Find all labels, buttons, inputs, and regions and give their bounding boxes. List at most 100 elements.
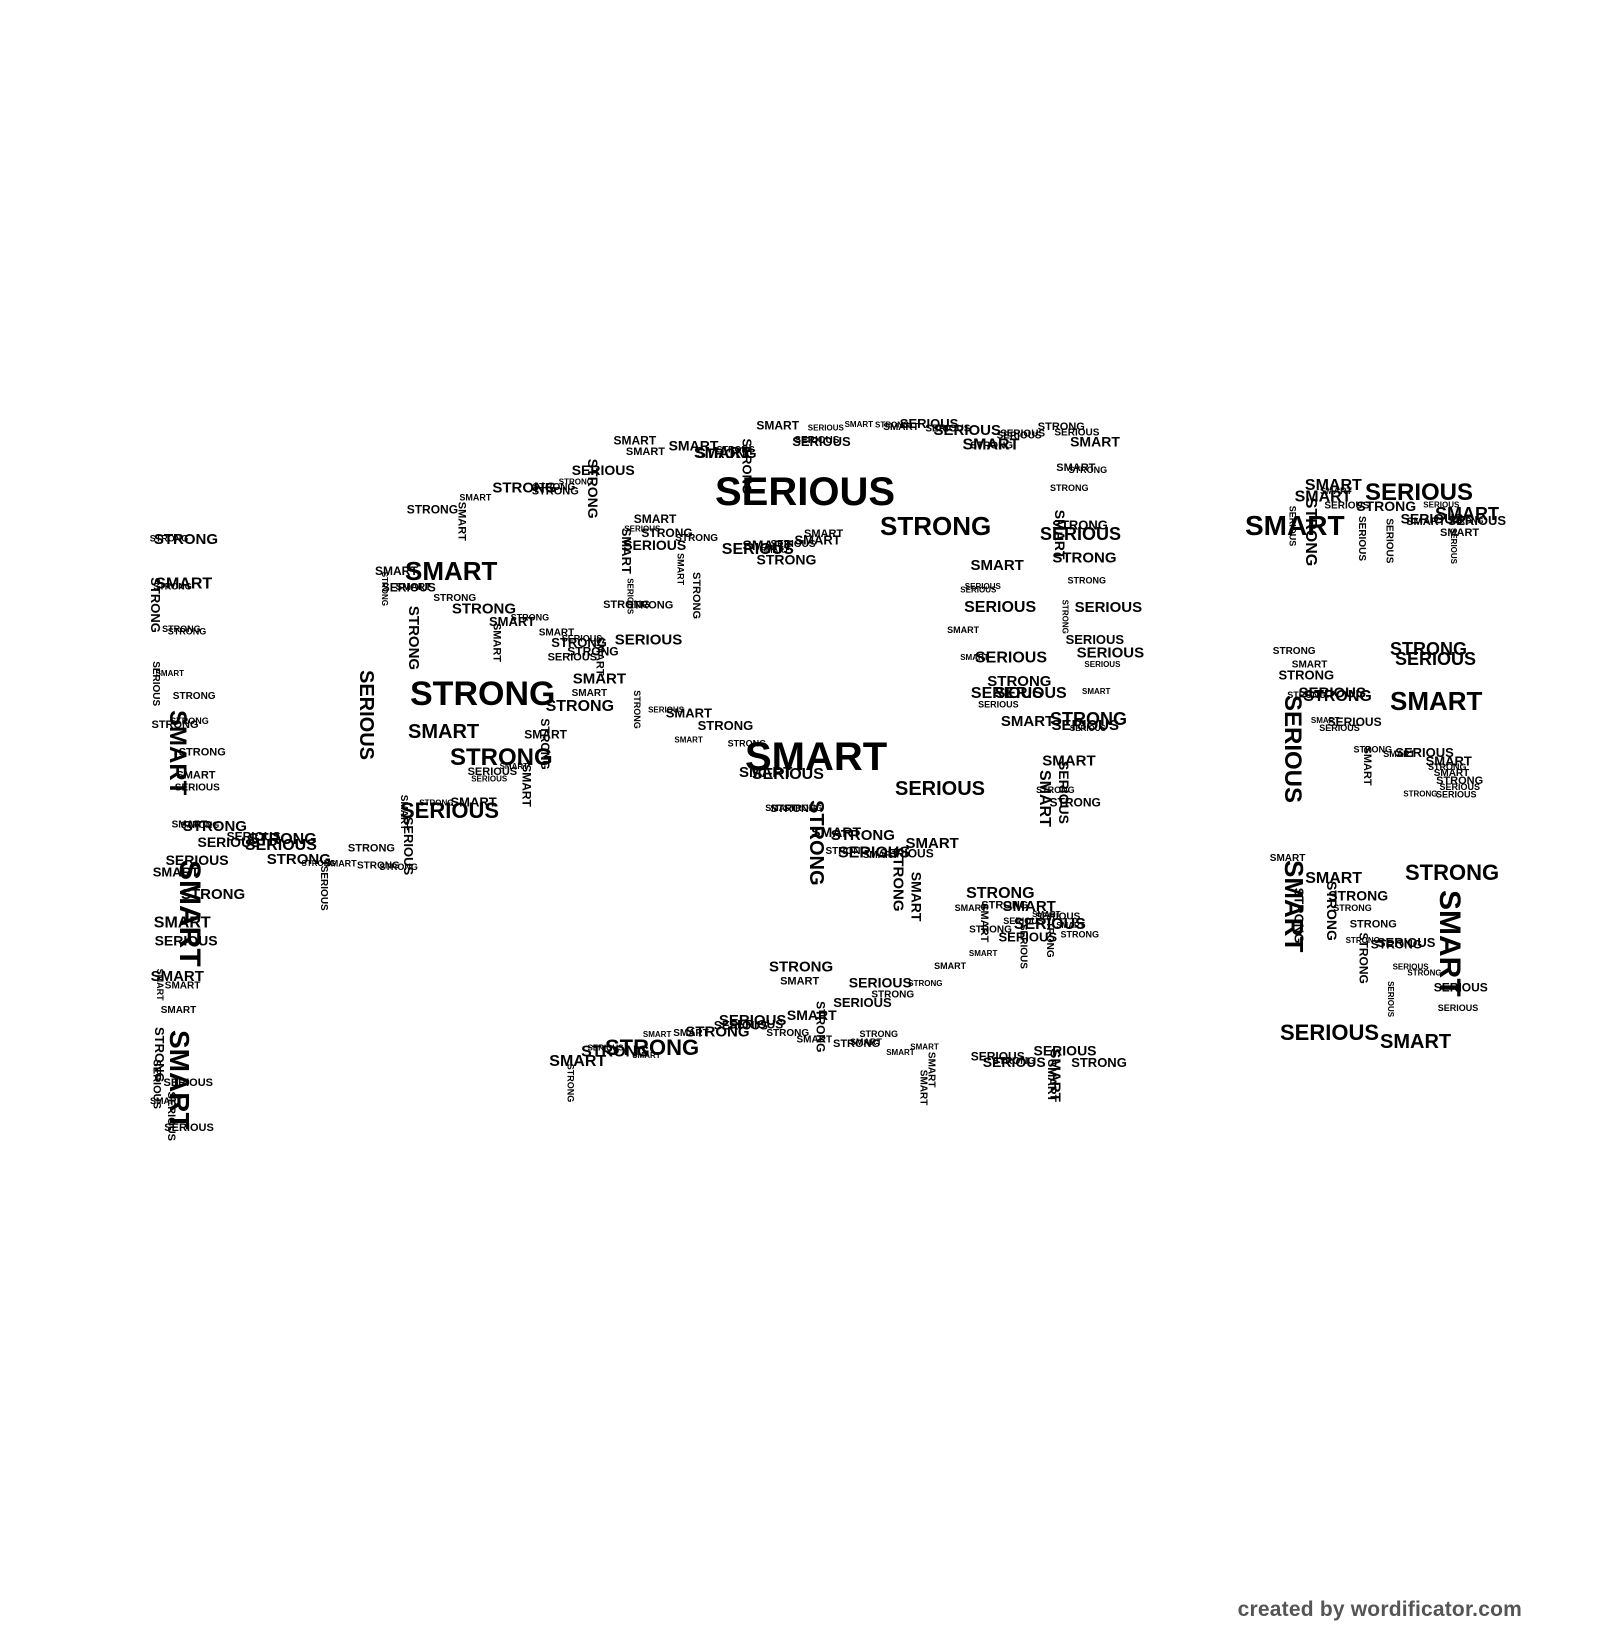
cloud-word: SERIOUS bbox=[626, 578, 635, 615]
cloud-word: SERIOUS bbox=[1383, 518, 1394, 563]
cloud-word: STRONG bbox=[1350, 919, 1397, 931]
cloud-word: SMART bbox=[165, 980, 201, 991]
cloud-word: STRONG bbox=[626, 599, 673, 611]
cloud-word: SERIOUS bbox=[1003, 916, 1044, 926]
cloud-word: STRONG bbox=[641, 526, 692, 540]
cloud-word: SMART bbox=[1032, 910, 1061, 919]
cloud-word: SERIOUS bbox=[1299, 684, 1367, 701]
cloud-word: STRONG bbox=[179, 746, 226, 758]
cloud-word: SMART bbox=[549, 1053, 606, 1070]
cloud-word: SERIOUS bbox=[572, 462, 635, 478]
cloud-word: SMART bbox=[1001, 713, 1054, 730]
cloud-word: SMART bbox=[1003, 898, 1056, 915]
cloud-word: SERIOUS bbox=[1000, 429, 1045, 440]
cloud-word: SMART bbox=[325, 859, 357, 869]
cloud-word: SERIOUS bbox=[978, 699, 1019, 709]
cloud-word: SMART bbox=[863, 850, 899, 861]
cloud-word: SMART bbox=[963, 437, 1020, 454]
cloud-word: STRONG bbox=[1060, 600, 1069, 634]
cloud-word: SERIOUS bbox=[1449, 528, 1458, 565]
cloud-word: SMART bbox=[524, 727, 567, 741]
cloud-word: STRONG bbox=[1279, 668, 1335, 683]
cloud-word: SERIOUS bbox=[1054, 427, 1099, 438]
cloud-word: SMART bbox=[674, 735, 703, 744]
cloud-word: STRONG bbox=[890, 847, 907, 911]
credit-text: created by wordificator.com bbox=[1237, 1598, 1522, 1621]
cloud-word: SERIOUS bbox=[1034, 1043, 1097, 1059]
cloud-word: SMART bbox=[1320, 486, 1352, 496]
cloud-word: SMART bbox=[883, 422, 919, 433]
cloud-word: SMART bbox=[1045, 1059, 1059, 1102]
cloud-word: SMART bbox=[1056, 462, 1095, 474]
cloud-word: SERIOUS bbox=[155, 932, 218, 948]
cloud-word: SERIOUS bbox=[471, 774, 508, 783]
cloud-word: SERIOUS bbox=[1077, 644, 1145, 661]
cloud-word: STRONG bbox=[1333, 903, 1372, 913]
cloud-word: STRONG bbox=[1405, 860, 1499, 885]
cloud-word: STRONG bbox=[1036, 785, 1075, 795]
cloud-word: STRONG bbox=[1390, 639, 1467, 659]
cloud-word: SERIOUS bbox=[648, 705, 685, 714]
cloud-word: STRONG bbox=[1302, 498, 1319, 566]
cloud-word: SERIOUS bbox=[1448, 513, 1507, 528]
cloud-word: SERIOUS bbox=[1365, 479, 1473, 506]
cloud-word: SMART bbox=[886, 1048, 915, 1057]
cloud-word: SMART bbox=[1245, 510, 1345, 541]
cloud-word: STRONG bbox=[1292, 888, 1307, 944]
cloud-word: STRONG bbox=[1436, 775, 1483, 787]
cloud-word: SERIOUS bbox=[794, 435, 839, 446]
cloud-word: STRONG bbox=[740, 439, 755, 495]
cloud-word: SERIOUS bbox=[1056, 761, 1072, 824]
cloud-word: STRONG bbox=[1303, 688, 1371, 705]
cloud-word: SMART bbox=[155, 575, 212, 592]
cloud-word: SERIOUS bbox=[1052, 717, 1120, 734]
cloud-word: SMART bbox=[745, 735, 887, 779]
cloud-word: SMART bbox=[947, 625, 979, 635]
cloud-word: SERIOUS bbox=[792, 434, 851, 449]
cloud-word: STRONG bbox=[605, 1035, 699, 1060]
cloud-word: SERIOUS bbox=[150, 1059, 162, 1109]
cloud-word: SMART bbox=[1042, 753, 1095, 770]
cloud-word: SMART bbox=[408, 721, 479, 743]
cloud-word: STRONG bbox=[183, 818, 247, 835]
cloud-word: SERIOUS bbox=[1040, 524, 1121, 544]
cloud-word: STRONG bbox=[148, 577, 163, 633]
cloud-word: STRONG bbox=[302, 859, 336, 868]
cloud-word: SERIOUS bbox=[175, 782, 220, 793]
cloud-word: SMART bbox=[1383, 749, 1415, 759]
cloud-word: SERIOUS bbox=[1434, 980, 1488, 994]
cloud-word: STRONG bbox=[1403, 789, 1437, 798]
cloud-word: SERIOUS bbox=[808, 424, 845, 433]
cloud-word: STRONG bbox=[379, 862, 418, 872]
cloud-word: SMART bbox=[1390, 686, 1483, 716]
cloud-word: SMART bbox=[765, 803, 797, 813]
cloud-word: SERIOUS bbox=[1377, 935, 1436, 950]
cloud-word: SERIOUS bbox=[971, 1050, 1025, 1064]
cloud-word: STRONG bbox=[511, 612, 550, 622]
cloud-word: SMART bbox=[1433, 890, 1466, 997]
cloud-word: SERIOUS bbox=[1084, 660, 1121, 669]
cloud-word: SERIOUS bbox=[198, 834, 261, 850]
cloud-word: STRONG bbox=[1407, 969, 1441, 978]
cloud-word: SMART bbox=[1305, 477, 1362, 494]
cloud-word: SMART bbox=[455, 502, 467, 541]
cloud-word: STRONG bbox=[880, 511, 991, 541]
cloud-word: STRONG bbox=[1069, 465, 1108, 475]
cloud-word: STRONG bbox=[826, 846, 869, 857]
cloud-word: SERIOUS bbox=[752, 766, 824, 783]
cloud-word: SMART bbox=[804, 528, 843, 540]
cloud-word: SERIOUS bbox=[1279, 695, 1306, 803]
cloud-word: SMART bbox=[1052, 510, 1068, 560]
cloud-word: STRONG bbox=[154, 531, 218, 548]
cloud-word: SMART bbox=[156, 669, 185, 678]
cloud-word: STRONG bbox=[565, 1064, 575, 1103]
cloud-word: SMART bbox=[594, 637, 606, 676]
cloud-word: SMART bbox=[676, 553, 686, 585]
cloud-word: STRONG bbox=[181, 820, 220, 830]
cloud-word: STRONG bbox=[1052, 550, 1116, 567]
cloud-word: SERIOUS bbox=[983, 1054, 1046, 1070]
cloud-word: SERIOUS bbox=[164, 1077, 214, 1089]
cloud-word: STRONG bbox=[1061, 929, 1100, 939]
cloud-word: SMART bbox=[172, 820, 208, 831]
cloud-word: STRONG bbox=[267, 851, 331, 868]
